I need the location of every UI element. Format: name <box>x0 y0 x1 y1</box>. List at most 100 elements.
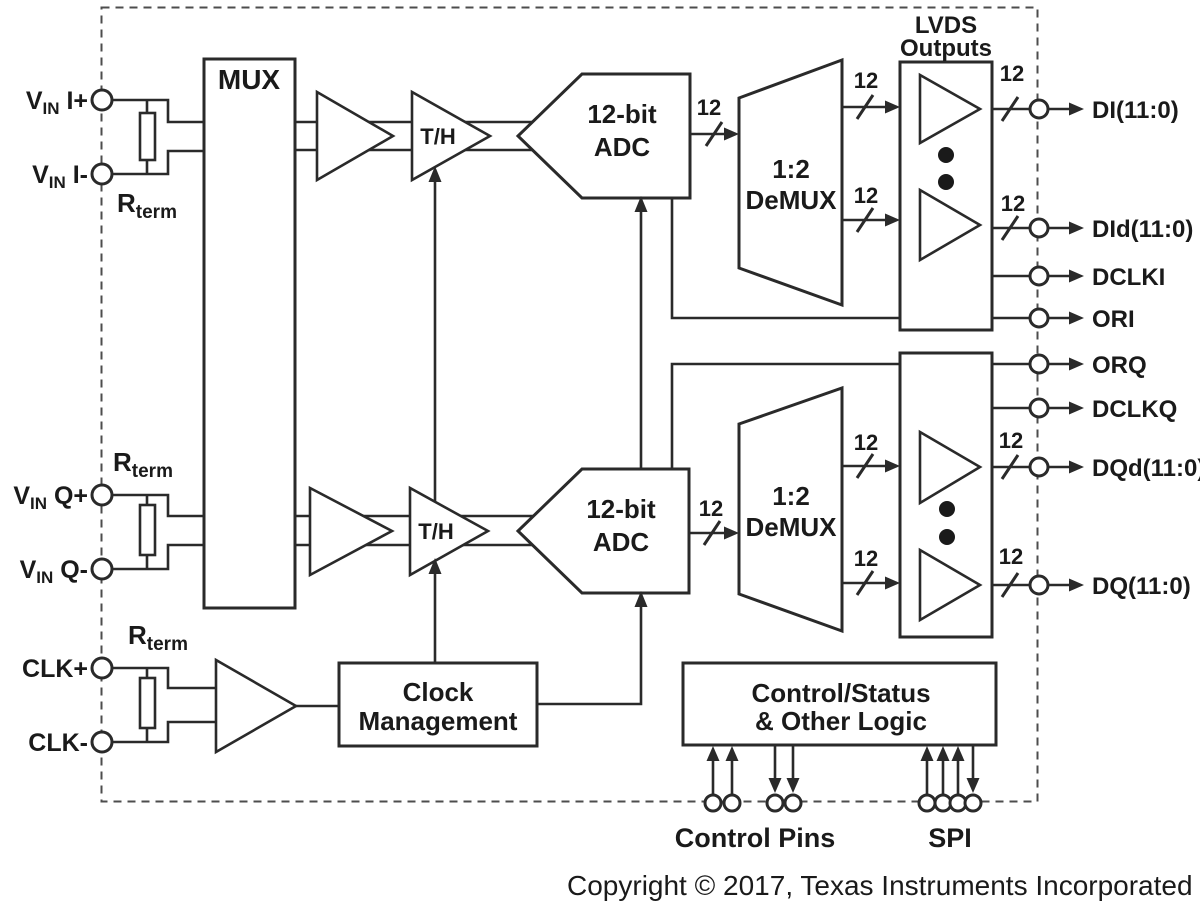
control-status-label-line2: & Other Logic <box>755 706 927 736</box>
arrow-icon <box>1069 578 1084 592</box>
arrow-icon <box>1069 102 1084 116</box>
pin-circle-clk-minus <box>90 730 114 754</box>
arrow-icon <box>885 576 900 590</box>
lvds-buffer-icon <box>918 72 983 146</box>
bus-slash-icon <box>855 94 875 120</box>
lvds-outputs-title-line1: LVDS <box>915 12 977 39</box>
output-label-dclki: DCLKI <box>1092 264 1165 291</box>
adc-q-block <box>515 467 691 595</box>
arrow-icon <box>724 127 739 141</box>
bus-width-label: 12 <box>854 183 878 208</box>
bus-slash-icon <box>702 520 722 546</box>
copyright-notice: Copyright © 2017, Texas Instruments Inco… <box>567 870 1193 901</box>
arrow-icon <box>428 166 442 182</box>
arrow-icon <box>634 196 648 212</box>
track-hold-i-block <box>410 89 493 183</box>
spi-pin-circle <box>917 793 937 813</box>
rterm-resistor-i <box>138 111 157 162</box>
output-label-dq: DQ(11:0) <box>1092 573 1191 600</box>
arrow-icon <box>1069 357 1084 371</box>
clk-minus-label: CLK- <box>28 729 88 757</box>
lvds-i-buffers <box>918 72 983 263</box>
pin-circle-vin-i-minus <box>90 162 114 186</box>
ellipsis-dot <box>938 147 954 163</box>
lvds-buffer-icon <box>918 429 983 506</box>
demux-q-block <box>737 385 844 634</box>
pin-circle-ori <box>1028 307 1050 329</box>
output-label-dclkq: DCLKQ <box>1092 396 1177 423</box>
bus-slash-icon <box>855 570 875 596</box>
bus-slash-icon <box>855 207 875 233</box>
arrow-icon <box>1069 269 1084 283</box>
wire <box>112 98 204 124</box>
control-pin-circle <box>783 793 803 813</box>
control-status-block <box>681 661 998 747</box>
arrow-icon <box>885 100 900 114</box>
control-pin-circle <box>722 793 742 813</box>
pin-circle-did <box>1028 217 1050 239</box>
arrow-icon <box>786 778 800 793</box>
bus-width-label: 12 <box>1000 61 1024 86</box>
pin-circle-orq <box>1028 353 1050 375</box>
control-pin-circle <box>703 793 723 813</box>
ellipsis-dot <box>939 529 955 545</box>
rterm-label-i: Rterm <box>117 188 177 223</box>
rterm-label-q: Rterm <box>113 447 173 482</box>
control-pin-circle <box>765 793 785 813</box>
pin-circle-vin-i-plus <box>90 88 114 112</box>
bus-slash-icon <box>1000 572 1020 598</box>
arrow-icon <box>951 746 965 761</box>
ellipsis-dot <box>939 501 955 517</box>
pin-circle-dq <box>1028 574 1050 596</box>
pin-circle-dclkq <box>1028 397 1050 419</box>
control-pins-label: Control Pins <box>675 823 836 853</box>
bus-width-label: 12 <box>1001 191 1025 216</box>
clk-plus-label: CLK+ <box>22 655 88 683</box>
spi-pin-circle <box>963 793 983 813</box>
bus-width-label: 12 <box>697 95 721 120</box>
bus-slash-icon <box>704 121 724 147</box>
demux-q-label-line2: DeMUX <box>745 512 837 542</box>
control-status-label-line1: Control/Status <box>751 678 930 708</box>
bus-slash-icon <box>1000 215 1020 241</box>
th-q-label: T/H <box>418 519 453 544</box>
clock-amplifier-symbol <box>214 657 299 755</box>
arrow-icon <box>920 746 934 761</box>
arrow-icon <box>768 778 782 793</box>
adc-q-label-line2: ADC <box>593 527 650 557</box>
bus-slashes <box>702 94 1020 598</box>
wire <box>112 543 204 571</box>
spi-label: SPI <box>928 823 972 853</box>
vin-q-plus-label: VIN Q+ <box>13 482 88 513</box>
demux-i-block <box>737 57 844 308</box>
clock-mgmt-label-line2: Management <box>359 706 518 736</box>
arrow-icon <box>725 746 739 761</box>
demux-i-label-line1: 1:2 <box>772 154 810 184</box>
clock-management-block <box>337 661 539 748</box>
th-i-label: T/H <box>420 124 455 149</box>
bus-slash-icon <box>1000 454 1020 480</box>
vin-q-minus-label: VIN Q- <box>20 556 88 587</box>
arrowheads <box>428 100 1084 793</box>
arrow-icon <box>885 459 900 473</box>
lvds-buffer-icon <box>918 187 983 263</box>
arrow-icon <box>706 746 720 761</box>
ellipsis-dot <box>938 174 954 190</box>
pin-circle-dqd <box>1028 456 1050 478</box>
rterm-resistor-clk <box>138 676 157 730</box>
mux-label: MUX <box>218 64 281 95</box>
bus-width-label: 12 <box>999 428 1023 453</box>
rterm-label-clk: Rterm <box>128 620 188 655</box>
pin-circle-vin-q-plus <box>90 483 114 507</box>
pin-circle-dclki <box>1028 265 1050 287</box>
bus-slash-icon <box>1000 96 1020 122</box>
lvds-buffer-icon <box>918 547 983 623</box>
arrow-icon <box>936 746 950 761</box>
pin-circle-di <box>1028 98 1050 120</box>
adc-i-label-line2: ADC <box>594 132 651 162</box>
bus-width-label: 12 <box>699 496 723 521</box>
bottom-pin-circles <box>703 793 983 813</box>
output-label-ori: ORI <box>1092 306 1135 333</box>
